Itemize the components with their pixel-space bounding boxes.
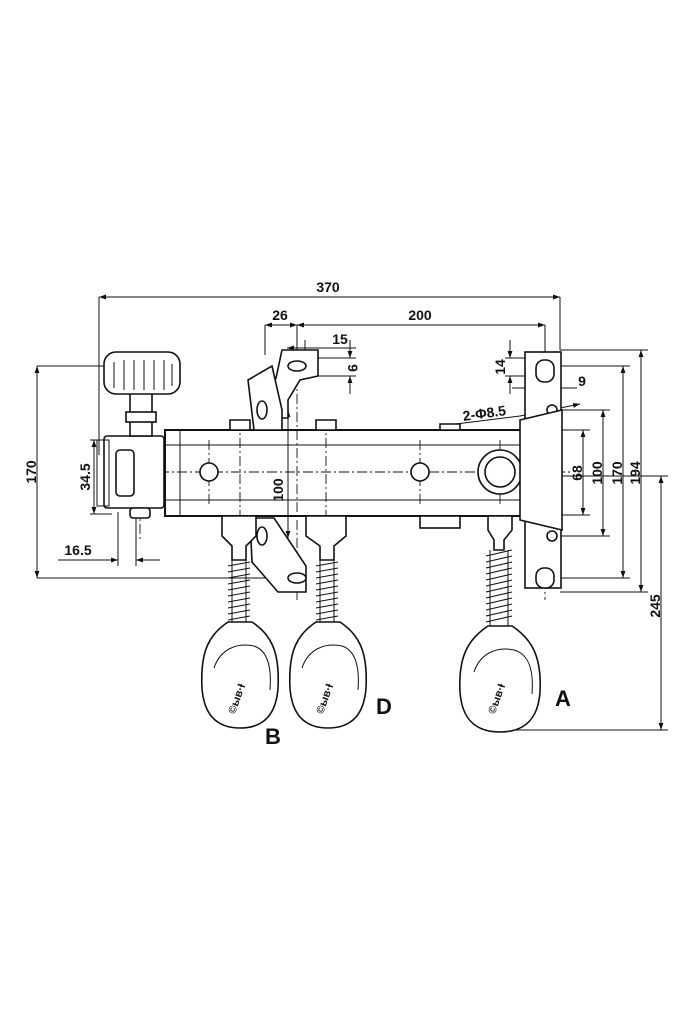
lever-b: ©ыв·Ɨ	[200, 515, 280, 729]
center-bracket	[247, 349, 319, 593]
dim-26: 26	[272, 307, 288, 323]
mechanism	[96, 340, 570, 600]
dim-194: 194	[627, 461, 643, 485]
dim-14: 14	[492, 359, 508, 375]
bar-boss-inner	[484, 456, 516, 488]
dim-245: 245	[647, 594, 663, 618]
dim-100-right: 100	[589, 461, 605, 485]
label-lever-d: D	[376, 694, 392, 719]
right-bracket	[519, 351, 563, 589]
label-lever-b: B	[265, 724, 281, 749]
dim-370: 370	[316, 279, 340, 295]
dim-68: 68	[569, 465, 585, 481]
dim-9-slot: 9	[345, 364, 361, 372]
bar-hole-right	[410, 462, 430, 482]
dim-170-right: 170	[609, 461, 625, 485]
dim-100-center: 100	[270, 478, 286, 502]
bar-hole-left	[199, 462, 219, 482]
dim-15: 15	[332, 331, 348, 347]
dim-170-left: 170	[23, 460, 39, 484]
lever-a: ©ыв·Ɨ	[459, 515, 541, 733]
dim-holes-note: 2-Φ8.5	[462, 402, 507, 424]
lever-d: ©ыв·Ɨ	[288, 515, 368, 729]
dimension-texts: 370 26 200 15 9 14 9 2-Φ8.5 68 100 170 1…	[23, 279, 663, 618]
label-lever-a: A	[555, 686, 571, 711]
dim-200: 200	[408, 307, 432, 323]
dim-9-right: 9	[578, 373, 586, 389]
dim-34-5: 34.5	[77, 463, 93, 490]
dim-16-5: 16.5	[64, 542, 91, 558]
adjustment-knob	[103, 351, 181, 395]
